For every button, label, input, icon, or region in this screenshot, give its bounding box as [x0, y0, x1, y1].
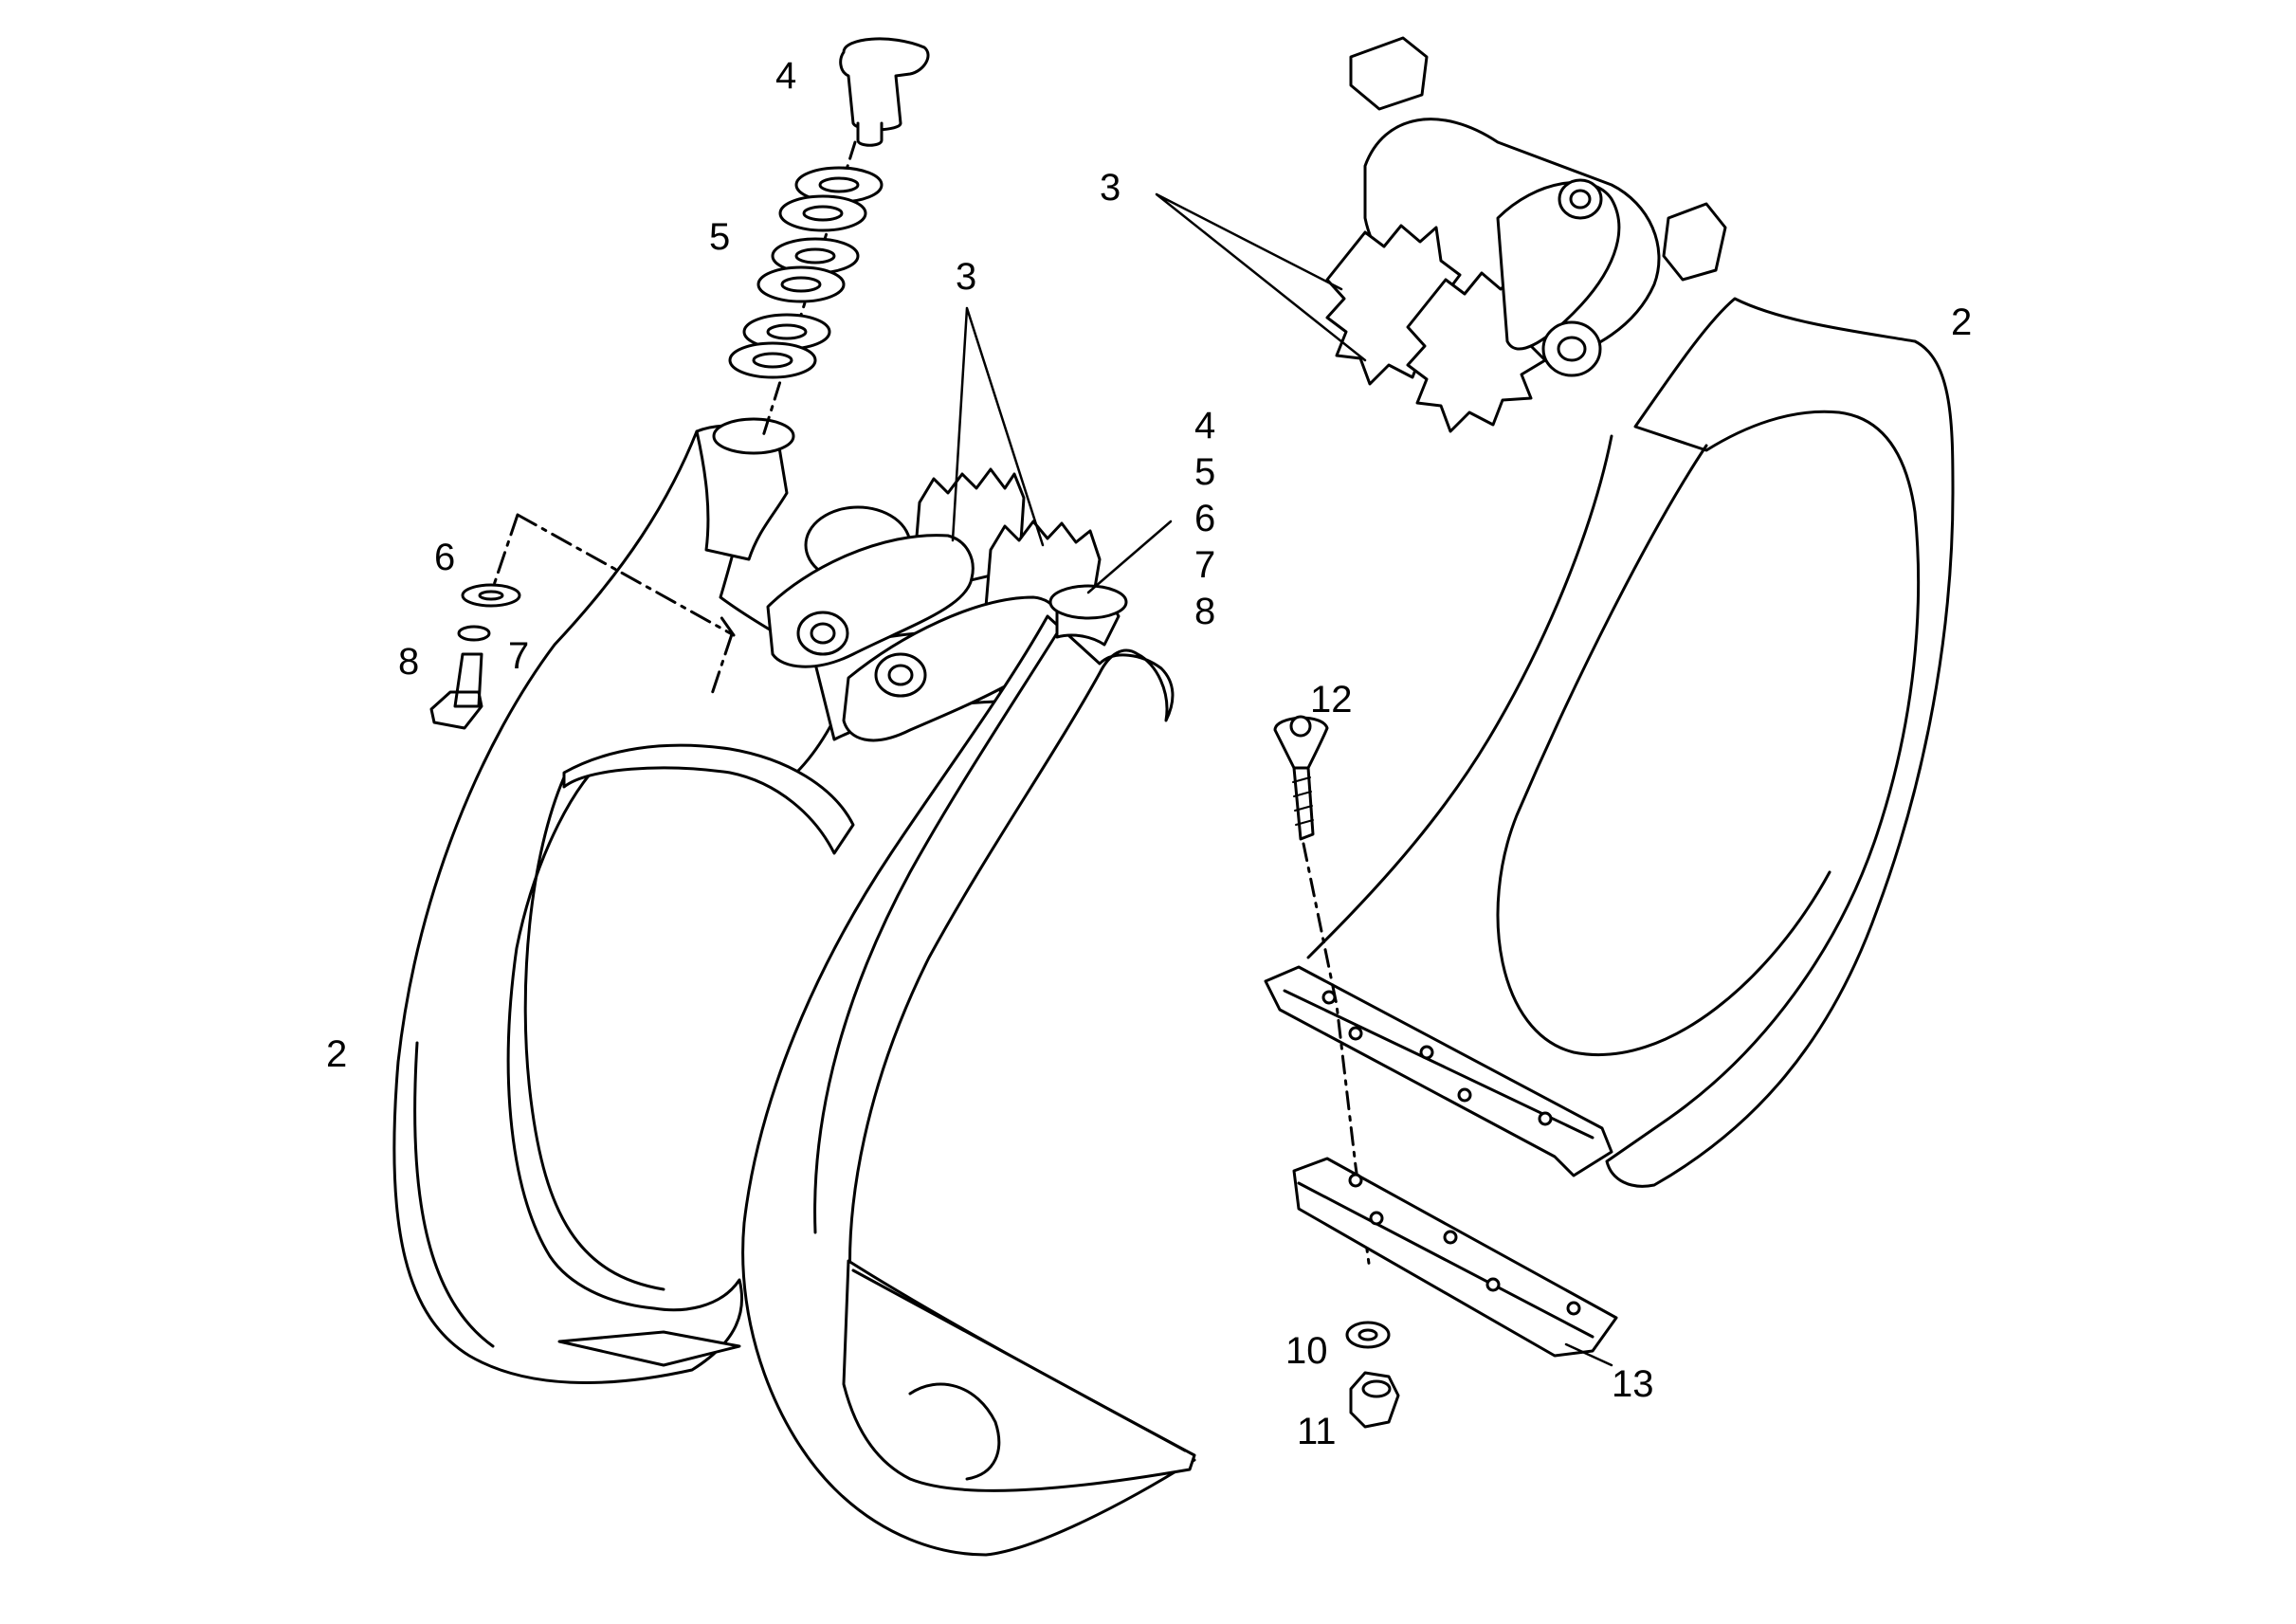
left-leader-3 [951, 306, 1045, 547]
left-pin-lower-bore [887, 664, 914, 686]
right-fastener-axis [1302, 842, 1372, 1272]
left-washer-stack [728, 166, 884, 379]
left-front-bushing [1048, 584, 1128, 620]
left-rear-web [562, 743, 855, 855]
left-pin-head [839, 37, 930, 132]
callout-right-part-13: 13 [1612, 1363, 1654, 1405]
left-top-bushing [712, 417, 795, 455]
left-bottom-tray-hollow [908, 1382, 1001, 1481]
callout-right-part-11: 11 [1297, 1411, 1337, 1452]
callout-right-part-2: 2 [1951, 301, 1973, 343]
callout-left-part-4: 4 [775, 55, 797, 97]
left-rear-tine [392, 429, 855, 1385]
callout-left-stack-6: 6 [1194, 498, 1216, 539]
right-grapple-assembly [1155, 36, 1955, 1429]
right-wear-bar [1292, 1157, 1618, 1358]
right-pin-lower-bore [1557, 336, 1587, 362]
left-rear-tine-tip-blade [557, 1330, 741, 1367]
left-bottom-tray-rim [851, 1268, 1187, 1452]
left-front-tine-inner-edge [813, 624, 1064, 1234]
right-bottom-plate-holes [1321, 990, 1553, 1126]
left-pin-upper-bore [810, 622, 836, 645]
callout-left-part-3: 3 [956, 256, 977, 298]
left-flat-washer-hole [478, 590, 504, 601]
left-spring-washer [457, 625, 491, 642]
right-link-plate [1496, 181, 1621, 351]
left-grapple-assembly [392, 37, 1196, 1557]
callout-left-stack: 4 5 6 7 8 [1194, 403, 1215, 635]
callout-left-part-2: 2 [326, 1033, 348, 1075]
right-wear-bar-holes [1348, 1173, 1581, 1316]
left-rear-tine-inner-rim [523, 776, 665, 1291]
callout-left-stack-4: 4 [1194, 405, 1216, 447]
callout-left-stack-8: 8 [1194, 591, 1216, 632]
left-pin-shank [856, 121, 884, 147]
callout-left-part-5: 5 [709, 216, 731, 258]
right-tine-inner-loop [1496, 444, 1831, 1057]
callout-left-stack-5: 5 [1194, 451, 1216, 493]
right-wear-bar-edge [1297, 1181, 1594, 1339]
callout-right-part-3: 3 [1100, 167, 1121, 209]
left-bolt [429, 652, 483, 730]
callout-left-part-6: 6 [434, 537, 456, 578]
right-tine-back-face [1306, 434, 1613, 959]
right-screw-socket [1289, 715, 1312, 738]
right-screw-threads [1292, 776, 1314, 826]
right-leader-13 [1564, 1342, 1613, 1367]
right-tine [1605, 297, 1955, 1188]
right-cap-rear [1349, 36, 1429, 111]
callout-right-part-10: 10 [1285, 1330, 1328, 1372]
right-nut-top [1361, 1379, 1392, 1398]
callout-right-part-12: 12 [1310, 679, 1353, 721]
left-rear-tine-edge [413, 1041, 495, 1348]
left-leader-stack [1086, 520, 1173, 594]
callout-left-stack-7: 7 [1194, 544, 1216, 586]
right-washer-hole [1358, 1328, 1378, 1341]
right-pin-upper-bore [1569, 189, 1592, 210]
right-bottom-plate [1264, 965, 1613, 1177]
left-assembly-guide [491, 513, 736, 699]
callout-left-part-8: 8 [398, 641, 420, 683]
right-leader-3 [1155, 192, 1367, 362]
right-cap-front [1662, 202, 1727, 282]
callout-left-part-7: 7 [508, 635, 530, 677]
